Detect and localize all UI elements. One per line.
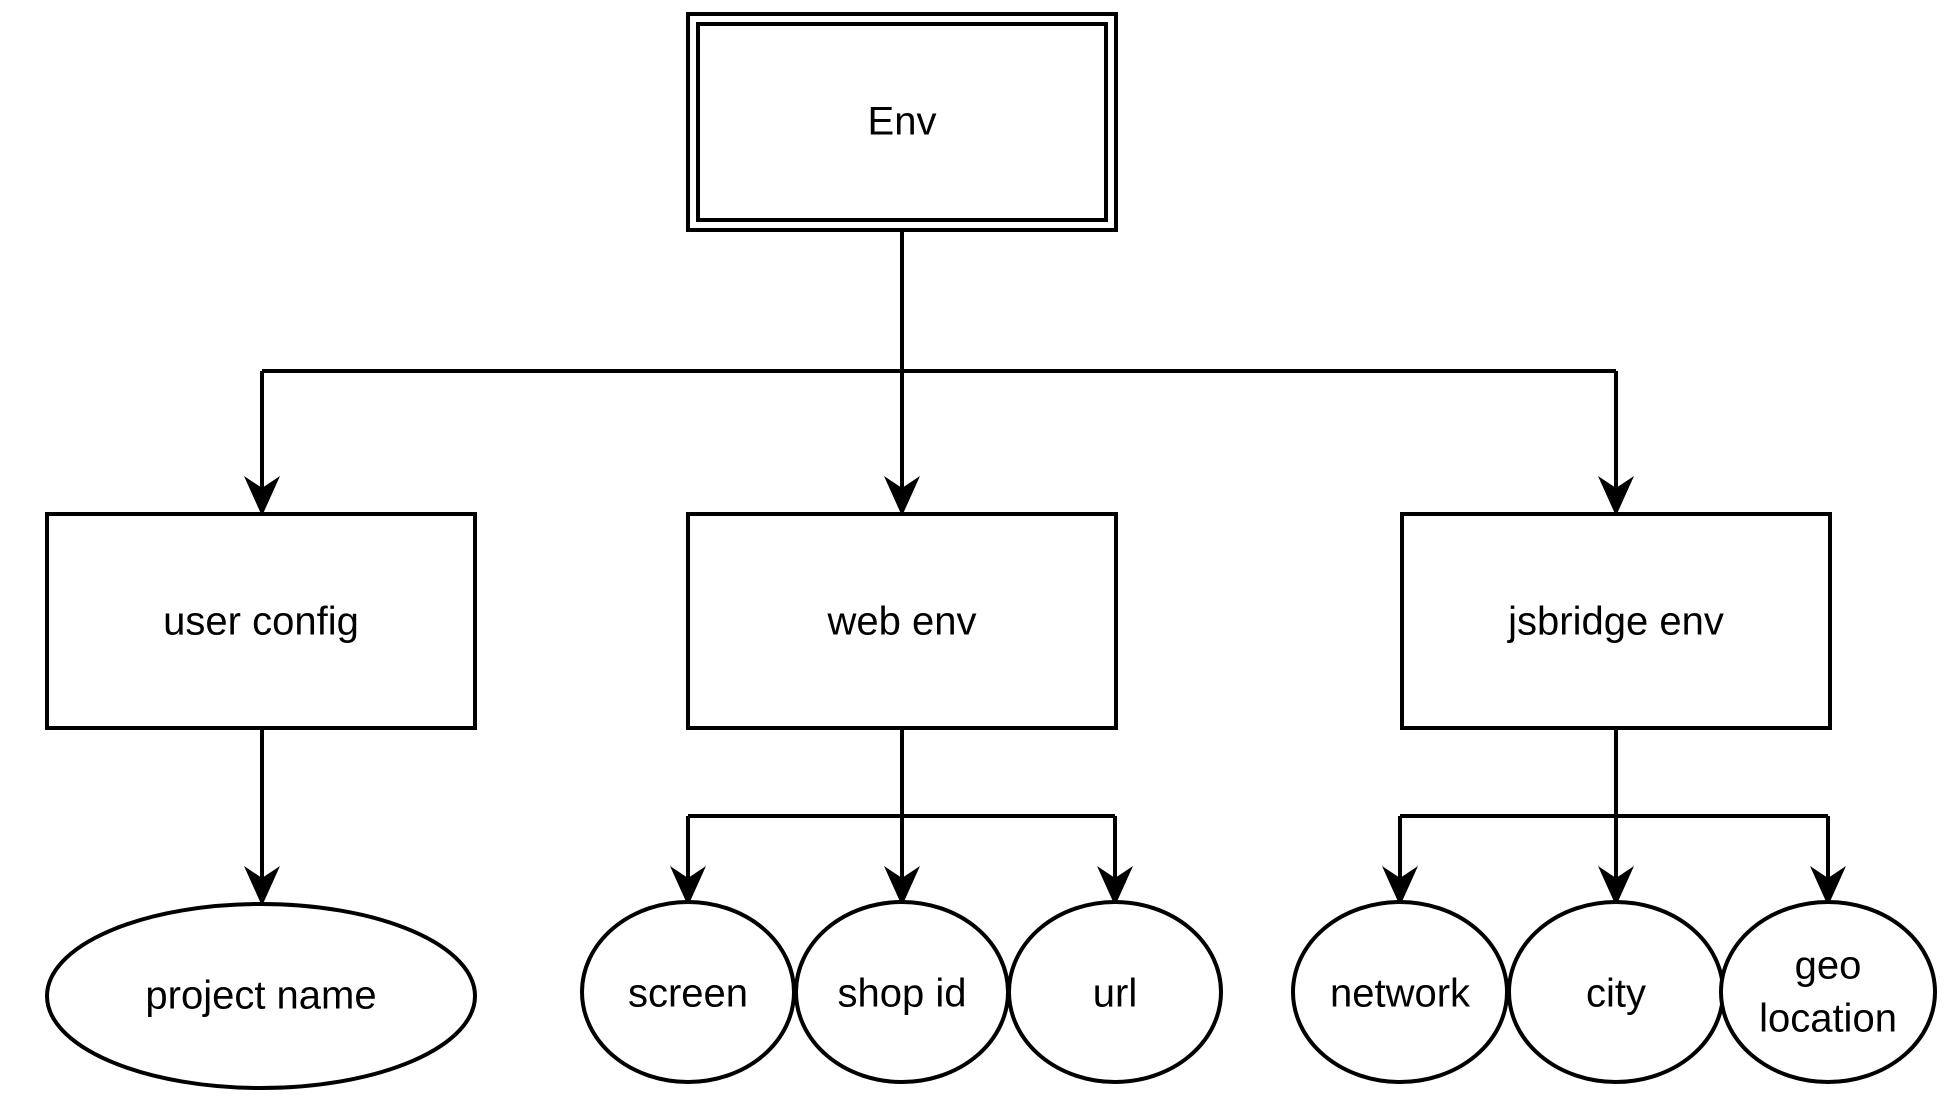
node-web-env-label: web env xyxy=(827,600,977,644)
node-shop-id[interactable]: shop id xyxy=(794,900,1010,1084)
node-city-label: city xyxy=(1586,972,1646,1016)
node-geo-location-label-line2: location xyxy=(1759,997,1897,1041)
node-env-inner-border xyxy=(696,22,1108,222)
edge-jsbridge-geolocation-arrowhead xyxy=(1810,866,1846,906)
node-url[interactable]: url xyxy=(1007,900,1223,1084)
node-screen-label: screen xyxy=(628,972,748,1016)
node-url-border xyxy=(1007,900,1223,1084)
edge-userconfig-to-projectname xyxy=(244,728,280,906)
node-jsbridge-env[interactable]: jsbridge env xyxy=(1400,512,1832,730)
node-web-env[interactable]: web env xyxy=(686,512,1118,730)
edge-env-jsbridge-arrowhead xyxy=(1598,476,1634,516)
node-url-label: url xyxy=(1093,972,1137,1016)
edge-webenv-shopid-arrowhead xyxy=(884,866,920,906)
edge-env-userconfig-arrowhead xyxy=(244,476,280,516)
edge-webenv-url-arrowhead xyxy=(1097,866,1133,906)
node-screen[interactable]: screen xyxy=(580,900,796,1084)
node-env-label: Env xyxy=(868,100,937,144)
node-project-name[interactable]: project name xyxy=(45,902,477,1090)
edge-webenv-screen-arrowhead xyxy=(670,866,706,906)
edge-webenv-to-children xyxy=(670,728,1133,906)
node-web-env-border xyxy=(686,512,1118,730)
node-city[interactable]: city xyxy=(1507,900,1725,1084)
edge-jsbridge-city-arrowhead xyxy=(1598,866,1634,906)
edge-jsbridge-network-arrowhead xyxy=(1382,866,1418,906)
node-env[interactable]: Env xyxy=(686,12,1118,232)
edge-env-to-children xyxy=(244,232,1634,516)
node-geo-location-label-line1: geo xyxy=(1795,944,1862,988)
node-network-label: network xyxy=(1330,972,1471,1016)
node-project-name-label: project name xyxy=(145,974,376,1018)
node-geo-location[interactable]: geo location xyxy=(1719,900,1937,1084)
node-user-config-border xyxy=(45,512,477,730)
node-network[interactable]: network xyxy=(1291,900,1509,1084)
node-geo-location-border xyxy=(1719,900,1937,1084)
node-shop-id-label: shop id xyxy=(838,972,967,1016)
node-jsbridge-env-border xyxy=(1400,512,1832,730)
node-project-name-border xyxy=(45,902,477,1090)
edge-userconfig-projname-arrowhead xyxy=(244,866,280,906)
edge-env-webenv-arrowhead xyxy=(884,476,920,516)
node-user-config[interactable]: user config xyxy=(45,512,477,730)
node-jsbridge-env-label: jsbridge env xyxy=(1507,600,1724,644)
edge-jsbridge-to-children xyxy=(1382,728,1846,906)
node-user-config-label: user config xyxy=(163,600,359,644)
